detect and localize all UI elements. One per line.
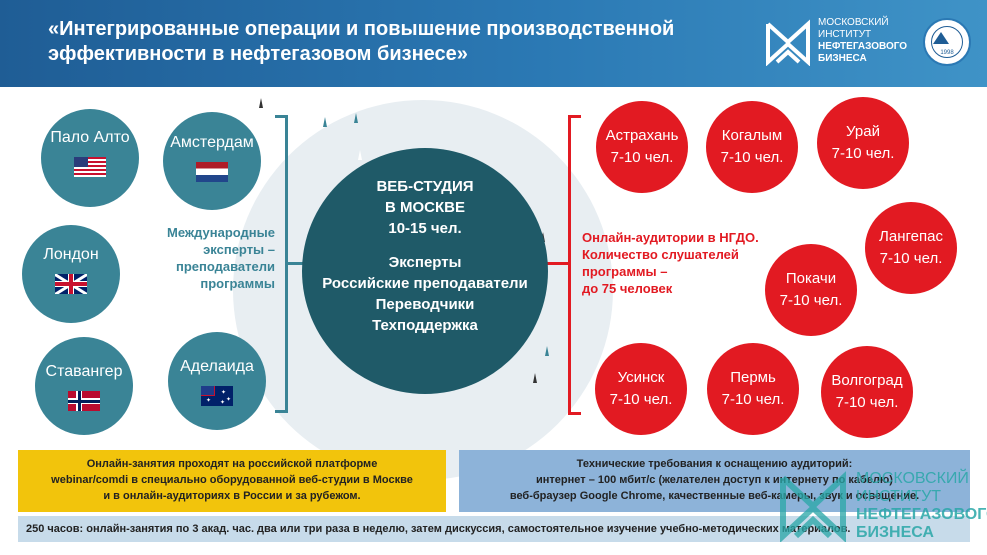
- watermark-line: ИНСТИТУТ: [856, 488, 942, 505]
- info-line: Онлайн-занятия проходят на российской пл…: [86, 458, 378, 470]
- city-size: 7-10 чел.: [831, 145, 895, 162]
- city-size: 7-10 чел.: [720, 149, 784, 166]
- connector-right: [546, 262, 568, 265]
- city-name: Покачи: [785, 270, 837, 287]
- marker: [545, 346, 549, 356]
- info-line: и в онлайн-аудиториях в России и за рубе…: [103, 490, 361, 502]
- page-title: «Интегрированные операции и повышение пр…: [48, 17, 748, 67]
- connector-left: [285, 262, 305, 265]
- city-name: Астрахань: [605, 127, 679, 144]
- tech-requirements-box: Технические требования к оснащению аудит…: [459, 450, 970, 512]
- title-line: ВЕБ-СТУДИЯ: [376, 178, 474, 195]
- watermark-line: МОСКОВСКИЙ: [856, 470, 969, 487]
- title-line: 10-15 чел.: [388, 220, 462, 237]
- city-amsterdam: Амстердам: [163, 112, 261, 210]
- norway-flag-icon: [68, 391, 100, 411]
- info-line: webinar/comdi в специально оборудованной…: [51, 474, 413, 486]
- city-langepas: Лангепас 7-10 чел.: [865, 202, 957, 294]
- title-line-2: эффективности в нефтегазовом бизнесе»: [48, 43, 468, 65]
- logo-line-2: ИНСТИТУТ: [818, 29, 872, 40]
- marker: [358, 150, 362, 160]
- city-size: 7-10 чел.: [779, 292, 843, 309]
- city-size: 7-10 чел.: [609, 391, 673, 408]
- city-size: 7-10 чел.: [721, 391, 785, 408]
- web-studio-circle: ВЕБ-СТУДИЯ В МОСКВЕ 10-15 чел. Эксперты …: [302, 148, 548, 394]
- header-banner: «Интегрированные операции и повышение пр…: [0, 0, 987, 87]
- label-line: программы –: [582, 264, 668, 279]
- label-line: Количество слушателей: [582, 247, 739, 262]
- city-usinsk: Усинск 7-10 чел.: [595, 343, 687, 435]
- international-experts-label: Международные эксперты – преподаватели п…: [145, 224, 275, 292]
- city-london: Лондон: [22, 225, 120, 323]
- label-line: Международные: [167, 225, 275, 240]
- australia-flag-icon: ✦ ✦ ✦ ✦: [201, 386, 233, 406]
- logo-line-3: НЕФТЕГАЗОВОГО: [818, 41, 908, 52]
- city-astrakhan: Астрахань 7-10 чел.: [596, 101, 688, 193]
- marker: [323, 117, 327, 127]
- netherlands-flag-icon: [196, 162, 228, 182]
- label-line: программы: [200, 276, 275, 291]
- logo-line-4: БИЗНЕСА: [818, 53, 867, 64]
- label-line: до 75 человек: [582, 281, 673, 296]
- list-item: Техподдержка: [372, 317, 478, 334]
- watermark-line: НЕФТЕГАЗОВОГО: [856, 506, 987, 523]
- institute-logo-icon: [766, 19, 810, 66]
- marker: [259, 98, 263, 108]
- info-line: Технические требования к оснащению аудит…: [576, 458, 853, 470]
- city-name: Пало Алто: [50, 129, 130, 146]
- city-name: Когалым: [721, 127, 783, 144]
- seal-year: 1998: [940, 50, 954, 56]
- seal-ring: [931, 26, 963, 58]
- city-name: Пермь: [730, 369, 776, 386]
- city-size: 7-10 чел.: [610, 149, 674, 166]
- uk-flag-icon: [55, 274, 87, 294]
- label-line: преподаватели: [175, 259, 275, 274]
- city-name: Урай: [846, 123, 880, 140]
- watermark-logo-text: МОСКОВСКИЙ ИНСТИТУТ НЕФТЕГАЗОВОГО БИЗНЕС…: [856, 470, 987, 542]
- city-uray: Урай 7-10 чел.: [817, 97, 909, 189]
- marker: [533, 373, 537, 383]
- city-volgograd: Волгоград 7-10 чел.: [821, 346, 913, 438]
- institute-logo-text: МОСКОВСКИЙ ИНСТИТУТ НЕФТЕГАЗОВОГО БИЗНЕС…: [818, 17, 907, 65]
- title-line-1: «Интегрированные операции и повышение пр…: [48, 18, 675, 40]
- city-name: Лангепас: [879, 228, 943, 245]
- watermark-line: БИЗНЕСА: [856, 524, 934, 541]
- list-item: Переводчики: [375, 296, 475, 313]
- city-name: Аделаида: [180, 358, 254, 375]
- city-kogalym: Когалым 7-10 чел.: [706, 101, 798, 193]
- logo-line-1: МОСКОВСКИЙ: [818, 17, 889, 28]
- platform-info-box: Онлайн-занятия проходят на российской пл…: [18, 450, 446, 512]
- city-pokachi: Покачи 7-10 чел.: [765, 244, 857, 336]
- seal-mountain-icon: [933, 32, 949, 44]
- marker: [354, 113, 358, 123]
- online-audiences-label: Онлайн-аудитории в НГДО. Количество слуш…: [582, 229, 782, 297]
- city-name: Усинск: [617, 369, 665, 386]
- city-name: Лондон: [43, 246, 99, 263]
- web-studio-list: Эксперты Российские преподаватели Перево…: [302, 252, 548, 336]
- usa-flag-icon: [74, 157, 106, 177]
- city-size: 7-10 чел.: [879, 250, 943, 267]
- watermark-logo-icon: [780, 471, 846, 542]
- city-name: Волгоград: [831, 372, 903, 389]
- label-line: эксперты –: [203, 242, 275, 257]
- regional-bracket: [568, 115, 581, 415]
- label-line: Онлайн-аудитории в НГДО.: [582, 230, 759, 245]
- title-line: В МОСКВЕ: [385, 199, 465, 216]
- club-seal-icon: 1998: [923, 18, 971, 66]
- city-perm: Пермь 7-10 чел.: [707, 343, 799, 435]
- city-stavanger: Ставангер: [35, 337, 133, 435]
- city-size: 7-10 чел.: [835, 394, 899, 411]
- info-line: интернет – 100 мбит/с (желателен доступ …: [536, 474, 893, 486]
- city-name: Ставангер: [45, 363, 123, 380]
- city-palo-alto: Пало Алто: [41, 109, 139, 207]
- list-item: Эксперты: [388, 254, 462, 271]
- list-item: Российские преподаватели: [322, 275, 528, 292]
- web-studio-title: ВЕБ-СТУДИЯ В МОСКВЕ 10-15 чел.: [302, 176, 548, 239]
- city-name: Амстердам: [170, 134, 254, 151]
- city-adelaide: Аделаида ✦ ✦ ✦ ✦: [168, 332, 266, 430]
